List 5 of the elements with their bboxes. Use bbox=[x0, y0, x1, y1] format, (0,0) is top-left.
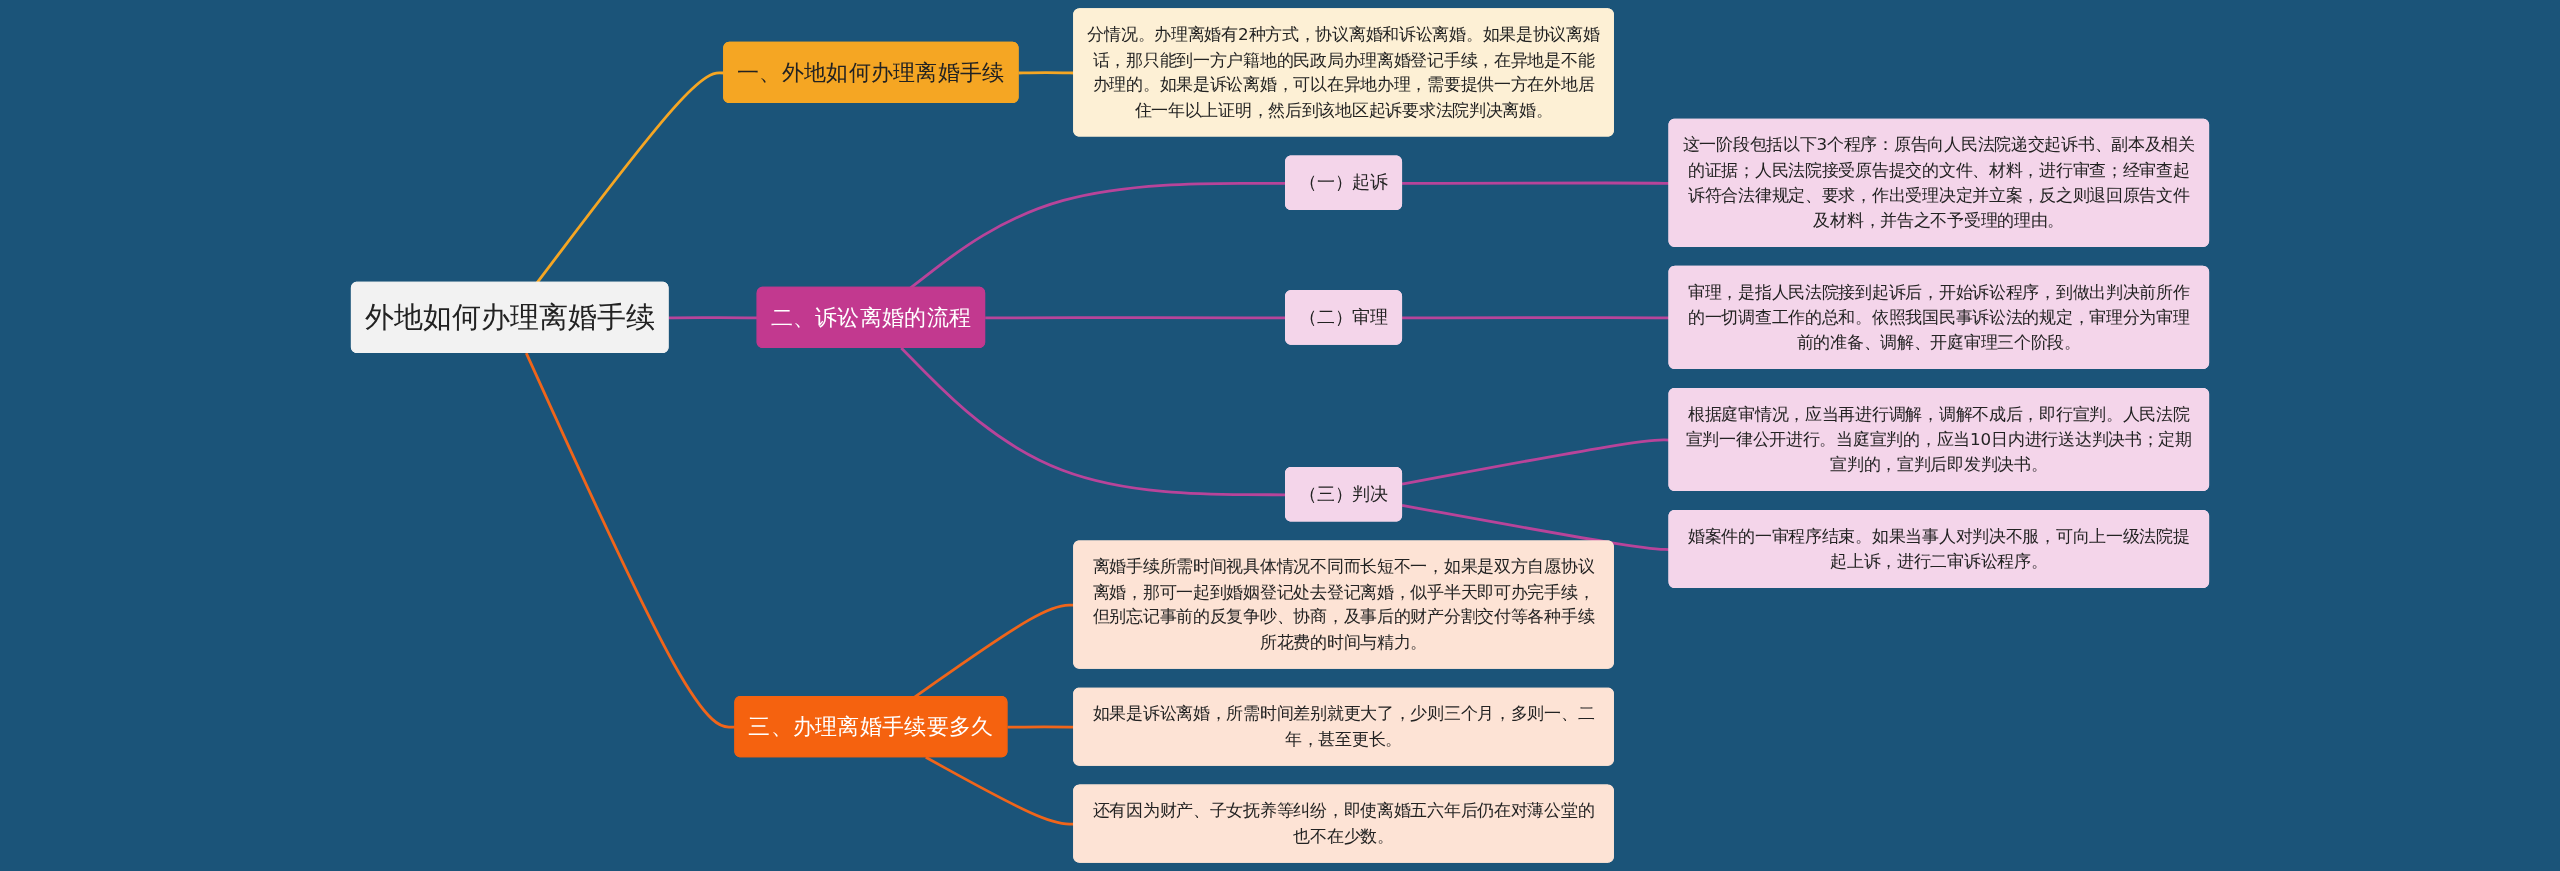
connector bbox=[1401, 438, 1670, 486]
connector bbox=[1402, 181, 1670, 185]
connector bbox=[668, 316, 758, 320]
connector bbox=[1402, 316, 1670, 320]
connector bbox=[1401, 504, 1670, 551]
